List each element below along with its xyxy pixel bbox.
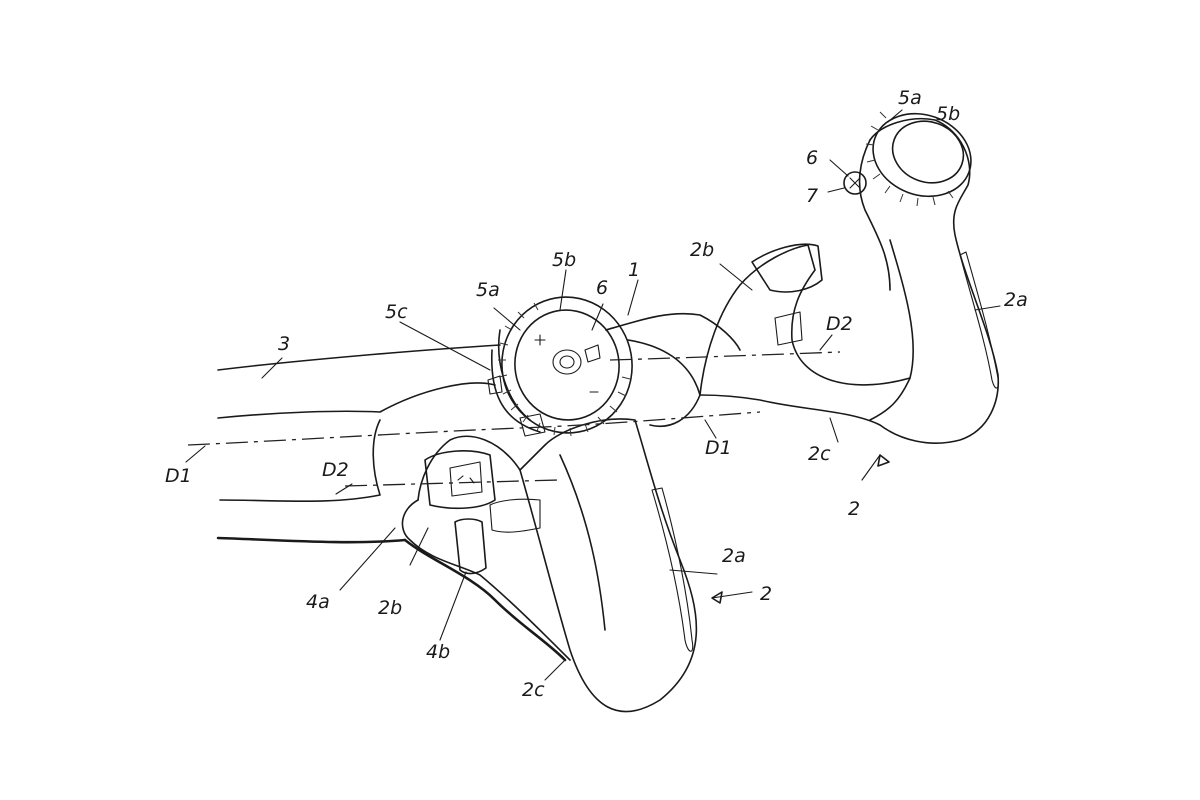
label-2c-lower: 2c (522, 679, 545, 701)
label-3: 3 (278, 333, 290, 355)
arrowheads (711, 454, 890, 604)
label-6-front: 6 (596, 277, 608, 299)
label-D2-left: D2 (322, 459, 349, 481)
label-2a-lower: 2a (722, 545, 746, 567)
label-4b: 4b (426, 641, 450, 663)
label-2-upper: 2 (848, 498, 860, 520)
label-5a-back: 5a (898, 87, 922, 109)
label-D1-left: D1 (165, 465, 192, 487)
front-grip (401, 418, 698, 713)
label-5b-front: 5b (552, 249, 576, 271)
label-2b-upper: 2b (690, 239, 714, 261)
label-5c: 5c (385, 301, 408, 323)
front-knob (487, 296, 633, 437)
label-2b-lower: 2b (378, 597, 402, 619)
label-2c-upper: 2c (808, 443, 831, 465)
label-6-back: 6 (806, 147, 818, 169)
label-2a-upper: 2a (1004, 289, 1028, 311)
rear-knob-serration (865, 111, 954, 207)
axes (187, 351, 841, 487)
rear-grip (699, 111, 1000, 444)
label-5b-back: 5b (936, 103, 960, 125)
reference-labels: 1 3 5c 5a 5b 6 2b 2a D2 D1 2c 2 D1 D2 2a… (165, 87, 1028, 701)
label-4a: 4a (306, 591, 330, 613)
label-2-lower: 2 (760, 583, 772, 605)
label-D1-right: D1 (705, 437, 732, 459)
label-1: 1 (628, 259, 640, 281)
label-D2-right: D2 (826, 313, 853, 335)
label-5a-front: 5a (476, 279, 500, 301)
label-7: 7 (806, 185, 818, 207)
leader-lines (185, 109, 1001, 681)
